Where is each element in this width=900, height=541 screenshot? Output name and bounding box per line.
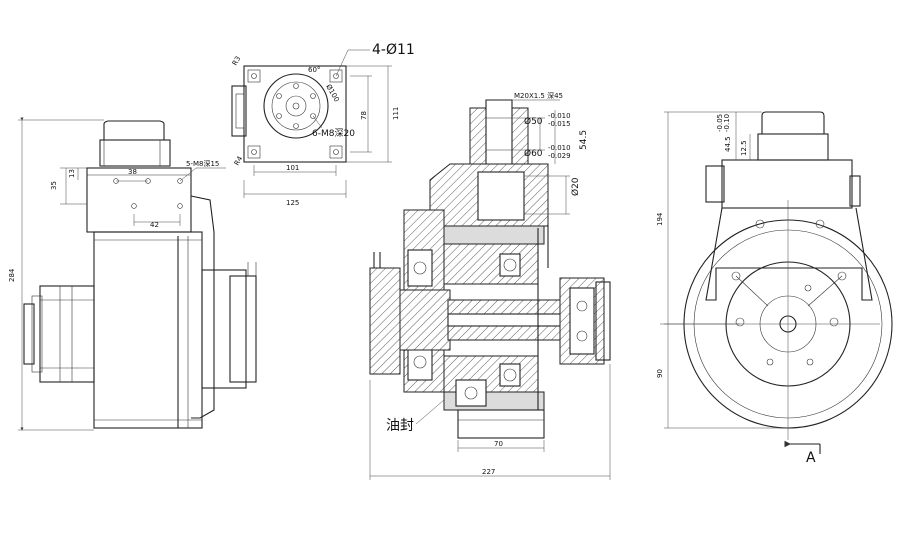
- label-sec-width-70: 70: [494, 440, 503, 448]
- label-side-44: 44.5: [724, 136, 732, 152]
- section-view: [369, 99, 611, 480]
- label-sec-d20: Ø20: [570, 177, 581, 196]
- label-front-height-a: 35: [50, 181, 58, 190]
- label-side-90: 90: [656, 369, 664, 378]
- label-top-holes: 4-Ø11: [372, 42, 415, 58]
- label-total-height: 284: [8, 268, 16, 282]
- label-top-h-b: 111: [392, 107, 400, 120]
- label-top-outer-width: 125: [286, 199, 299, 207]
- front-view: [18, 117, 257, 431]
- label-front-width: 42: [150, 221, 159, 229]
- label-front-height-b: 13: [68, 169, 76, 178]
- label-top-tap: 6-M8深20: [312, 128, 355, 139]
- label-sec-thread: M20X1.5 深45: [514, 91, 563, 100]
- label-side-44-tol-up: -0.05: [716, 114, 724, 132]
- top-view: [231, 49, 392, 198]
- label-side-section: A: [806, 450, 816, 466]
- label-top-h-a: 78: [360, 111, 368, 120]
- label-side-44-tol-dn: -0.10: [723, 114, 731, 132]
- label-sec-d50-tol-dn: -0.015: [548, 120, 571, 128]
- label-sec-d50-tol-up: -0.010: [548, 112, 571, 120]
- label-sec-width-227: 227: [482, 468, 495, 476]
- label-sec-d60-tol-up: -0.010: [548, 144, 571, 152]
- label-top-r-b: R4: [233, 154, 245, 167]
- label-side-12: 12.5: [740, 140, 748, 156]
- label-top-r-a: R3: [231, 55, 243, 67]
- label-sec-d50: Ø50: [524, 116, 543, 127]
- label-sec-d60: Ø60: [524, 148, 543, 159]
- side-view: [660, 111, 893, 454]
- label-sec-len: 54.5: [579, 130, 589, 150]
- label-front-hole-spacing: 38: [128, 168, 137, 176]
- label-top-angle: 60°: [308, 66, 320, 74]
- label-top-inner-width: 101: [286, 164, 299, 172]
- label-front-tap: 5-M8深15: [186, 159, 219, 168]
- label-side-194: 194: [656, 212, 664, 226]
- label-sec-seal: 油封: [386, 418, 414, 434]
- label-sec-d60-tol-dn: -0.029: [548, 152, 571, 160]
- label-top-diameter: Ø100: [324, 83, 340, 103]
